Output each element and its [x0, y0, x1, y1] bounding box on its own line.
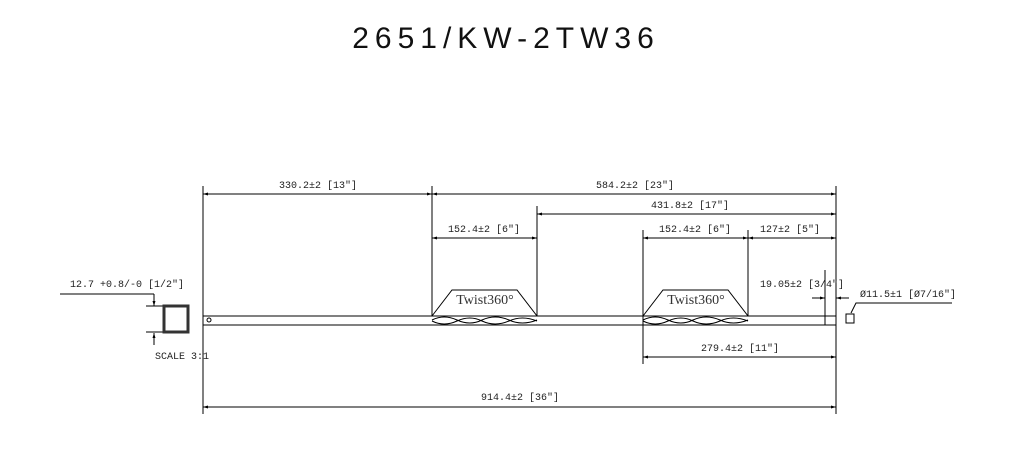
dim-twist1-length: 152.4±2 [6"] — [448, 224, 520, 236]
scale-label: SCALE 3:1 — [155, 352, 209, 363]
drawing-title: 2651/KW-2TW36 — [352, 22, 660, 55]
dim-twist2-length: 152.4±2 [6"] — [659, 224, 731, 236]
dim-right-span: 584.2±2 [23"] — [596, 180, 674, 192]
dim-279: 279.4±2 [11"] — [701, 343, 779, 355]
square-tube-section — [162, 304, 190, 334]
twist-section-1 — [430, 289, 539, 325]
dim-overall-left: 330.2±2 [13"] — [279, 180, 357, 192]
rod — [202, 289, 837, 326]
dim-431: 431.8±2 [17"] — [651, 200, 729, 212]
twist-section-2 — [641, 289, 750, 325]
twist-label-1: Twist360° — [456, 293, 514, 308]
dim-tube-size: 12.7 +0.8/-0 [1/2"] — [70, 279, 184, 291]
square-rod-section — [845, 313, 855, 324]
dim-end-length: 127±2 [5"] — [760, 224, 820, 236]
twist-label-2: Twist360° — [667, 293, 725, 308]
dim-end-tip: 19.05±2 [3/4"] — [760, 279, 844, 291]
dim-diameter: Ø11.5±1 [Ø7/16"] — [860, 289, 956, 301]
extension-lines — [202, 186, 837, 414]
dimension-lines — [60, 192, 952, 409]
dim-overall: 914.4±2 [36"] — [481, 392, 559, 404]
